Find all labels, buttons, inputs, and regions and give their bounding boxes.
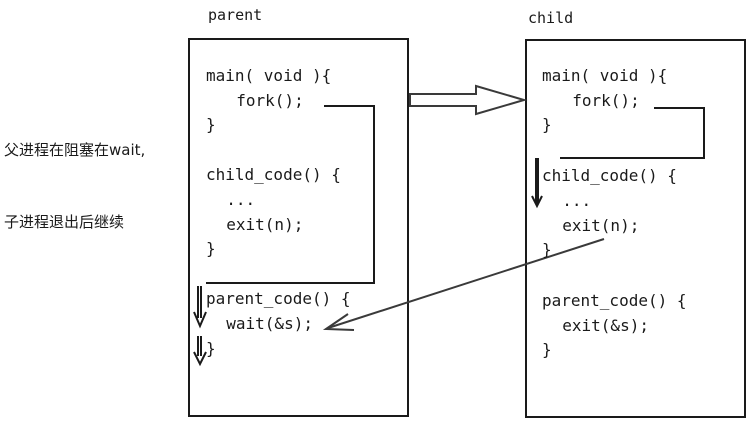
parent-code-line: fork(); (217, 91, 304, 110)
parent-box (188, 38, 409, 417)
exit-to-wait-arrow (327, 238, 605, 329)
parent-code-line: } (206, 239, 216, 258)
parent-code-line: ... (207, 190, 256, 209)
child-fork-bracket (560, 107, 705, 159)
parent-skip-bracket (206, 105, 375, 284)
exit-to-wait-arrowhead (322, 313, 355, 331)
child-code-line: ... (543, 191, 592, 210)
child-code-line: fork(); (553, 91, 640, 110)
wait-note-line-2: 子进程退出后继续 (4, 213, 125, 231)
child-code-line: exit(&s); (543, 316, 649, 335)
fork-arrow (409, 84, 528, 116)
wait-note-line-1: 父进程在阻塞在wait, (4, 141, 146, 159)
child-code-line: exit(n); (543, 216, 640, 235)
parent-code-line: } (206, 339, 216, 358)
parent-code-line: main( void ){ (206, 66, 332, 85)
child-code-line: main( void ){ (542, 66, 668, 85)
parent-wait-arrowhead-1 (193, 311, 207, 329)
parent-wait-marker-2 (197, 336, 202, 356)
parent-code-line: wait(&s); (207, 314, 313, 333)
parent-code-line: child_code() { (206, 165, 341, 184)
child-code-arrowhead (531, 195, 543, 209)
parent-wait-marker-1 (197, 286, 202, 318)
child-code-line: } (542, 340, 552, 359)
wait-note: 父进程在阻塞在wait, 子进程退出后继续 (4, 90, 145, 258)
parent-title: parent (208, 6, 263, 24)
child-box (525, 39, 746, 418)
child-title: child (528, 9, 574, 27)
parent-code-line: exit(n); (207, 215, 304, 234)
parent-wait-arrowhead-2 (193, 351, 207, 367)
child-code-marker (535, 158, 539, 204)
parent-code-line: parent_code() { (206, 289, 351, 308)
parent-code-line: } (206, 115, 216, 134)
child-code-line: parent_code() { (542, 291, 687, 310)
child-code-line: } (542, 115, 552, 134)
child-code-line: child_code() { (542, 166, 677, 185)
child-code-line: } (542, 240, 552, 259)
